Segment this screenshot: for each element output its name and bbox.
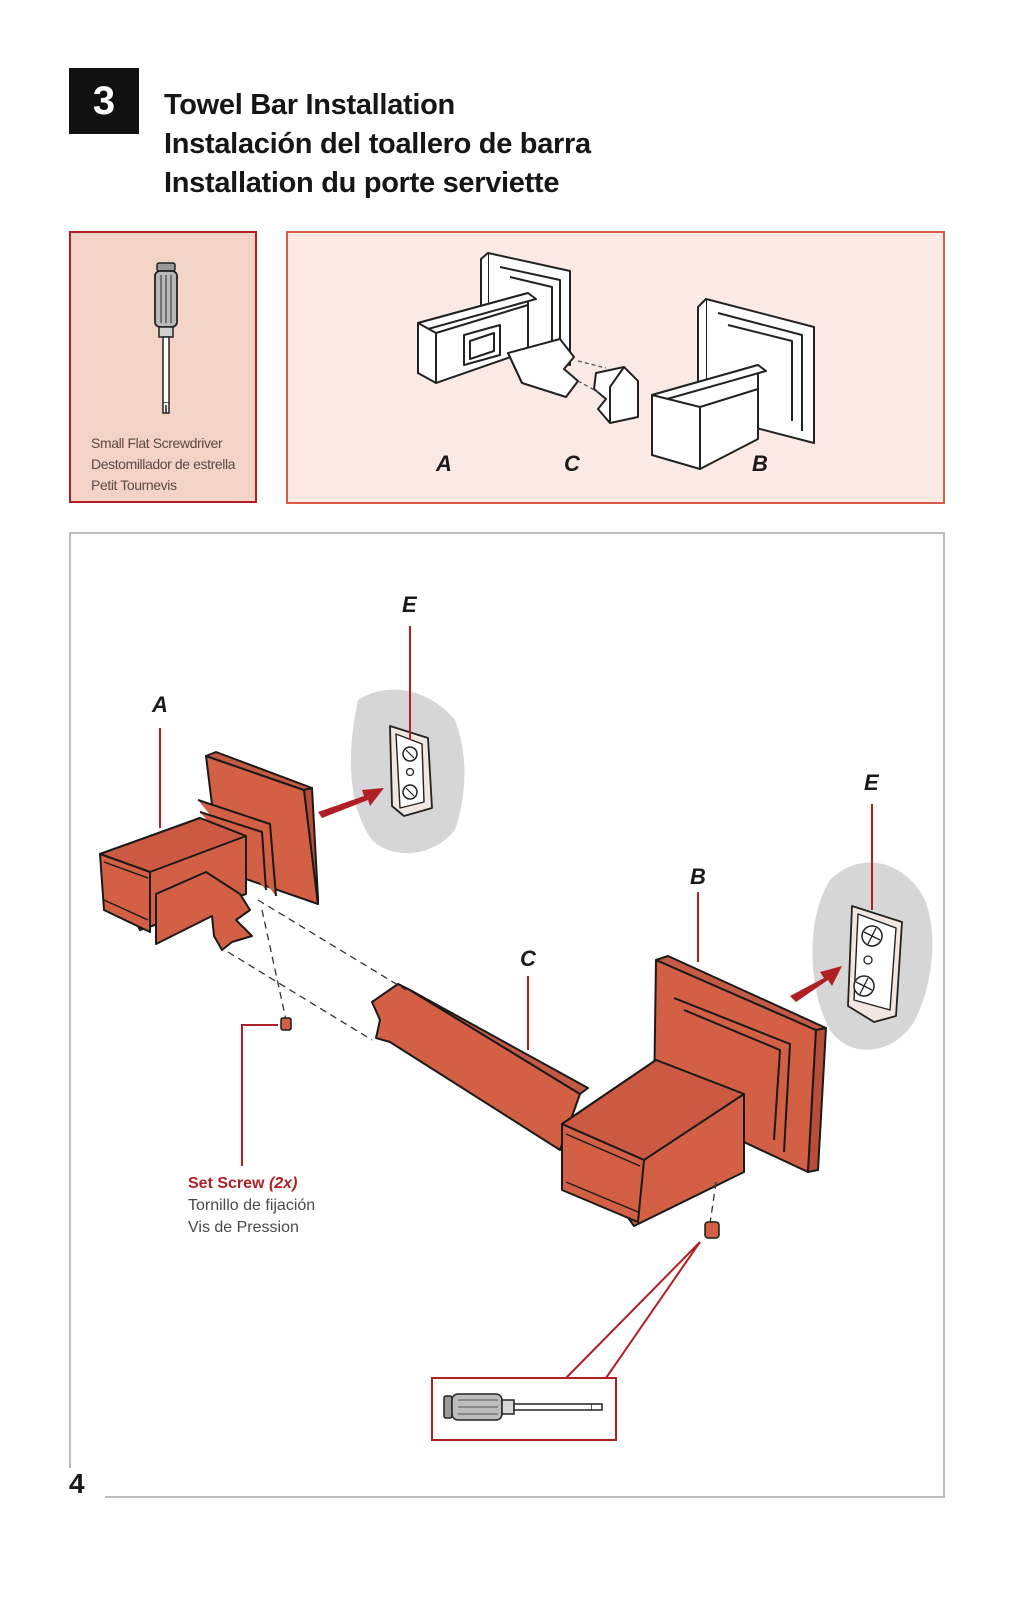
- parts-label-b: B: [752, 451, 768, 476]
- screwdriver-icon: [443, 1393, 603, 1421]
- main-label-e-left: E: [402, 592, 417, 617]
- set-screw-french: Vis de Pression: [188, 1219, 299, 1236]
- parts-label-a: A: [436, 451, 452, 476]
- part-b-drawing: [651, 298, 815, 470]
- page-number: 4: [69, 1468, 105, 1506]
- main-label-a: A: [152, 692, 168, 717]
- alignment-lines: [227, 899, 717, 1225]
- mount-arrows: [318, 788, 842, 1002]
- parts-illustration: [417, 252, 815, 470]
- tool-caption: Small Flat Screwdriver Destomillador de …: [91, 433, 235, 496]
- bracket-a-drawing: [99, 751, 319, 951]
- flat-screwdriver-icon: [154, 262, 178, 414]
- parts-label-c: C: [564, 451, 580, 476]
- tool-caption-spanish: Destomillador de estrella: [91, 456, 236, 472]
- main-label-e-right: E: [864, 770, 879, 795]
- page-title: Towel Bar Installation Instalación del t…: [164, 86, 591, 203]
- set-screw-label: Set Screw (2x): [188, 1173, 315, 1195]
- parts-overview-panel: A C B: [286, 231, 945, 504]
- title-english: Towel Bar Installation: [164, 89, 455, 121]
- title-spanish: Instalación del toallero de barra: [164, 128, 591, 160]
- bracket-b-drawing: [561, 955, 827, 1227]
- step-number-badge: 3: [69, 68, 139, 134]
- set-screw-quantity: (2x): [268, 1175, 298, 1192]
- right-wall-bracket: [812, 862, 933, 1050]
- part-c-drawing: [507, 338, 639, 424]
- set-screw-drawings: [280, 1017, 720, 1239]
- callout-lines: [159, 626, 873, 1379]
- part-a-drawing: [417, 252, 571, 384]
- main-label-b: B: [690, 864, 706, 889]
- tool-caption-french: Petit Tournevis: [91, 477, 177, 493]
- left-wall-bracket: [350, 689, 465, 854]
- main-label-c: C: [520, 946, 536, 971]
- tool-required-panel: Small Flat Screwdriver Destomillador de …: [69, 231, 257, 503]
- set-screw-callout: Set Screw (2x) Tornillo de fijación Vis …: [188, 1173, 315, 1239]
- title-french: Installation du porte serviette: [164, 167, 560, 199]
- bar-c-drawing: [371, 983, 589, 1151]
- screwdriver-callout: [431, 1377, 617, 1441]
- tool-caption-english: Small Flat Screwdriver: [91, 435, 223, 451]
- set-screw-spanish: Tornillo de fijación: [188, 1197, 316, 1214]
- step-number: 3: [92, 78, 116, 123]
- set-screw-label-text: Set Screw: [188, 1175, 265, 1192]
